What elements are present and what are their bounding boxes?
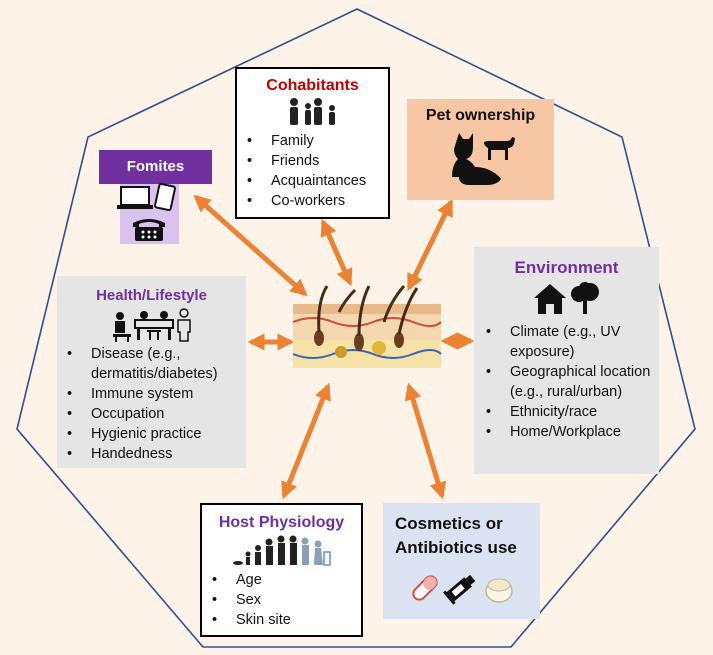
list-item: Immune system [67,384,242,404]
environment-box: Environment Climate (e.g., UV exposure) … [474,247,659,474]
list-item: Friends [247,151,388,171]
arrow-fomites [193,194,308,297]
house-icon [533,284,566,314]
cosmetics-box: Cosmetics or Antibiotics use [383,503,540,619]
list-item: Handedness [67,444,242,464]
cream-jar-icon [484,578,513,603]
telephone-icon [133,219,165,241]
host-physiology-box: Host Physiology Age Sex Skin site [200,503,363,637]
cat-dog-icon [407,129,554,187]
list-item: Geographical location (e.g., rural/urban… [486,362,653,402]
list-item: Hygienic practice [67,424,242,444]
list-item: Climate (e.g., UV exposure) [486,322,653,362]
list-item: Disease (e.g., dermatitis/diabetes) [67,344,242,384]
pet-ownership-title: Pet ownership [425,107,536,124]
health-lifestyle-box: Health/Lifestyle Disease (e.g., dermatit… [57,276,246,468]
cohabitants-list: Family Friends Acquaintances Co-workers [237,131,388,211]
arrow-cosmetics [404,382,447,500]
ointment-tube-icon [442,574,475,605]
environment-list: Climate (e.g., UV exposure) Geographical… [474,322,659,442]
host-physiology-title: Host Physiology [218,514,345,531]
list-item: Acquaintances [247,171,388,191]
skin-cross-section-icon [289,282,445,372]
laptop-icon [117,186,153,209]
person-outline-icon [176,308,191,342]
tree-icon [570,282,599,314]
arrow-pet-ownership [406,198,454,292]
ages-of-life-icon [202,534,361,566]
list-item: Ethnicity/race [486,402,653,422]
list-item: Family [247,131,388,151]
office-workers-icon [133,311,174,340]
health-lifestyle-list: Disease (e.g., dermatitis/diabetes) Immu… [57,344,246,464]
list-item: Co-workers [247,191,388,211]
cohabitants-title: Cohabitants [266,77,359,94]
list-item: Age [212,570,361,590]
host-physiology-list: Age Sex Skin site [202,570,361,630]
fomites-header: Fomites [99,150,212,184]
pet-ownership-box: Pet ownership [407,99,554,200]
tablet-icon [154,182,176,212]
pill-icon [411,575,438,601]
fomites-icons [115,182,185,245]
list-item: Occupation [67,404,242,424]
fomites-title: Fomites [126,158,185,175]
list-item: Home/Workplace [486,422,653,442]
arrow-cohabitants [320,218,353,287]
list-item: Sex [212,590,361,610]
family-icon [237,97,388,127]
list-item: Skin site [212,610,361,630]
environment-title: Environment [514,258,619,277]
cosmetics-title-line2: Antibiotics use [395,538,517,557]
arrows [193,194,475,500]
health-lifestyle-title: Health/Lifestyle [96,287,207,304]
arrow-host-physiology [281,382,331,500]
patient-icon [112,312,131,342]
cosmetics-title-line1: Cosmetics or [395,514,503,533]
heptagon-outline [16,8,696,648]
cohabitants-box: Cohabitants Family Friends Acquaintances… [235,67,390,219]
